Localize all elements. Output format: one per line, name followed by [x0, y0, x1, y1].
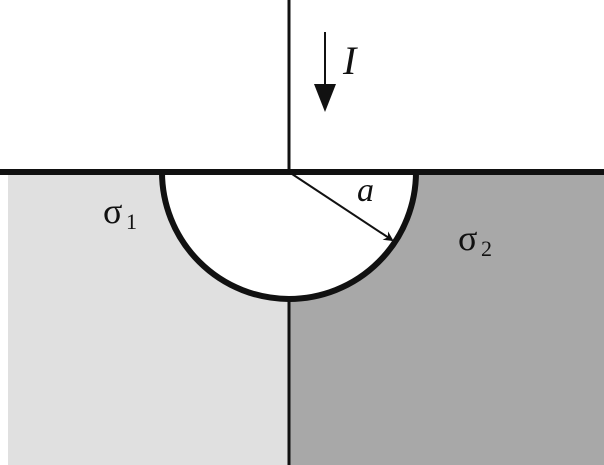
svg-text:σ: σ [458, 218, 477, 258]
current-arrow-icon [314, 32, 336, 112]
sigma2-label: σ 2 [458, 218, 492, 261]
svg-text:σ: σ [103, 191, 122, 231]
radius-label: a [357, 172, 374, 209]
sigma1-label: σ 1 [103, 191, 137, 234]
svg-text:2: 2 [481, 236, 492, 261]
radius-arrow [288, 171, 394, 242]
svg-text:1: 1 [126, 209, 137, 234]
current-label: I [342, 38, 358, 83]
hemisphere-electrode [159, 169, 419, 302]
